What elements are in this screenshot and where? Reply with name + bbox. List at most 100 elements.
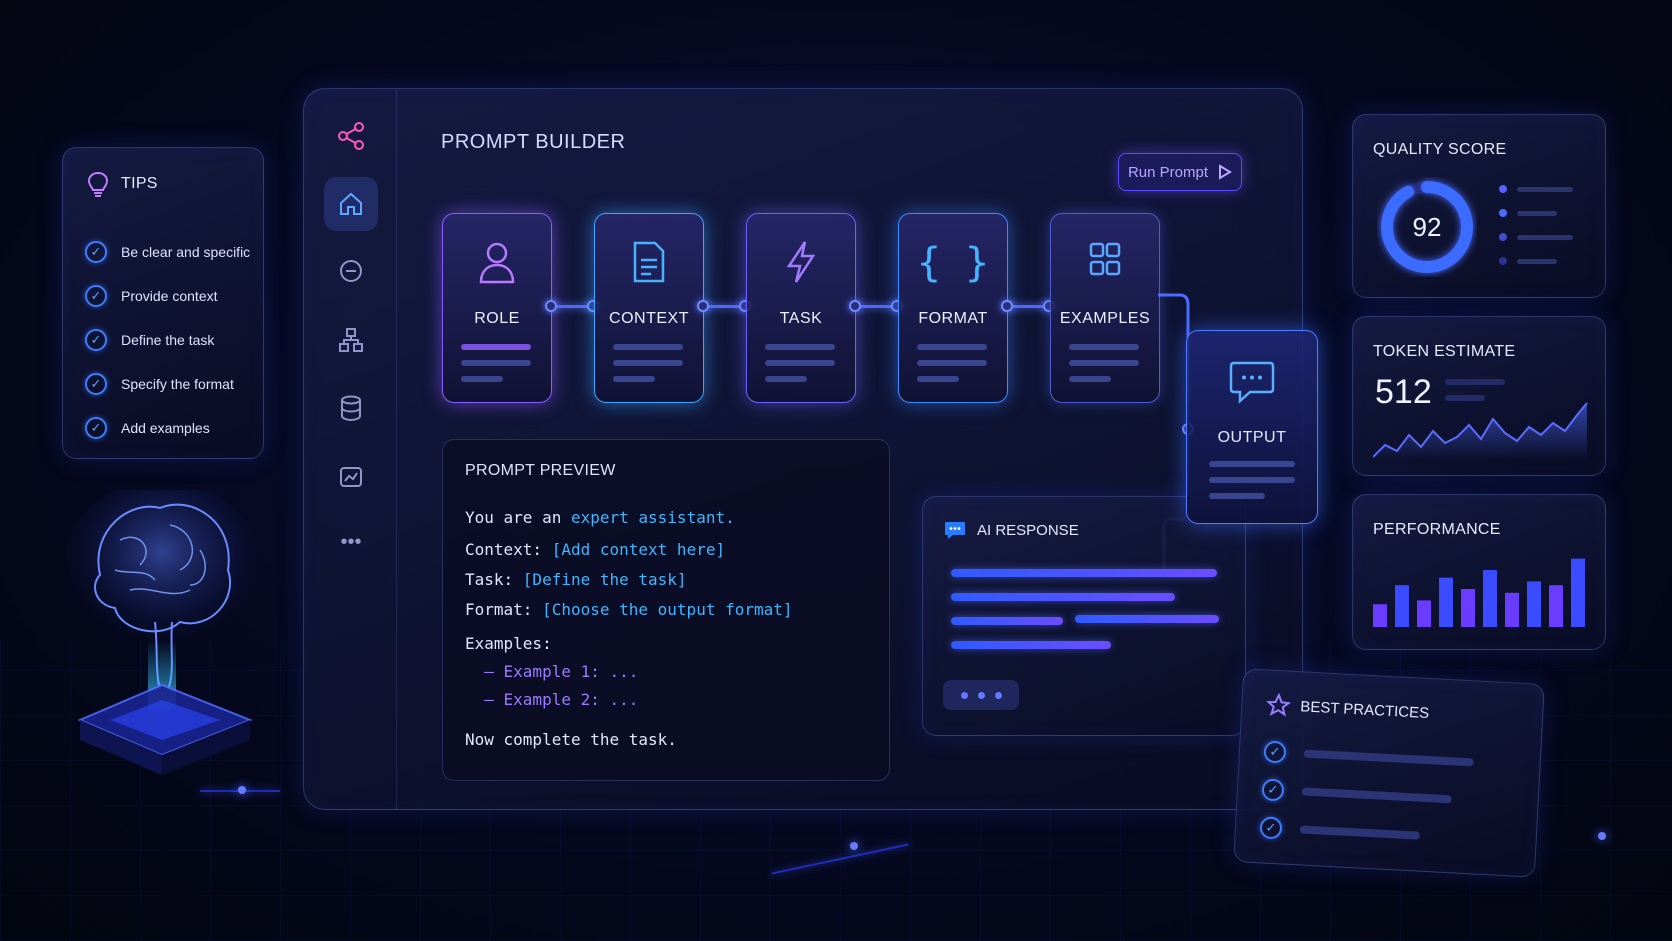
preview-line: Examples: [465, 634, 552, 653]
best-practice-row: ✓ [1261, 778, 1452, 810]
node-task[interactable]: TASK [746, 213, 856, 403]
response-line [951, 617, 1063, 625]
grid-icon [1051, 240, 1159, 290]
tips-item-label: Add examples [121, 420, 210, 436]
performance-bars [1373, 558, 1585, 627]
node-bar [613, 360, 683, 366]
performance-panel: PERFORMANCE [1352, 494, 1606, 650]
prompt-preview-title: PROMPT PREVIEW [465, 462, 616, 479]
connector [550, 305, 594, 308]
more-icon[interactable]: ••• [340, 530, 362, 553]
token-estimate-panel: TOKEN ESTIMATE 512 [1352, 316, 1606, 476]
chat-output-icon [1187, 359, 1317, 410]
performance-bar [1571, 558, 1585, 627]
tips-item: ✓Be clear and specific [85, 230, 250, 274]
user-icon [443, 240, 551, 294]
node-label: CONTEXT [609, 310, 689, 327]
performance-bar [1527, 581, 1541, 627]
best-practice-row: ✓ [1259, 816, 1420, 846]
preview-line: Task: [Define the task] [465, 570, 687, 589]
tips-title: TIPS [121, 175, 158, 192]
tips-item-label: Be clear and specific [121, 244, 251, 260]
node-format[interactable]: { } FORMAT [898, 213, 1008, 403]
tips-item: ✓ Add examples [85, 406, 250, 450]
node-role[interactable]: ROLE [442, 213, 552, 403]
token-estimate-title: TOKEN ESTIMATE [1373, 343, 1516, 360]
node-bar [613, 344, 683, 350]
node-bar [1209, 477, 1295, 483]
node-bar [765, 344, 835, 350]
lightning-icon [747, 240, 855, 294]
performance-bar [1505, 592, 1519, 627]
legend-row [1499, 233, 1573, 241]
database-icon[interactable] [324, 381, 378, 435]
tips-item: ✓ Provide context [85, 274, 250, 318]
check-icon: ✓ [85, 285, 107, 307]
node-bar [917, 376, 959, 382]
node-label: FORMAT [918, 310, 988, 327]
tips-header: TIPS [85, 170, 158, 198]
run-prompt-button[interactable]: Run Prompt [1118, 153, 1242, 191]
best-practice-row: ✓ [1263, 740, 1474, 773]
placeholder-bar [1445, 395, 1485, 401]
ai-response-panel: AI RESPONSE [922, 496, 1246, 736]
preview-line: – Example 2: ... [465, 690, 639, 709]
check-icon: ✓ [85, 373, 107, 395]
performance-bar [1395, 585, 1409, 627]
document-icon [595, 240, 703, 294]
preview-line: Now complete the task. [465, 730, 677, 749]
node-bar [461, 376, 503, 382]
node-context[interactable]: CONTEXT [594, 213, 704, 403]
run-prompt-label: Run Prompt [1127, 163, 1209, 181]
share-icon[interactable] [324, 109, 378, 163]
best-practices-title: BEST PRACTICES [1299, 697, 1430, 722]
preview-line: Format: [Choose the output format] [465, 600, 793, 619]
home-icon[interactable] [324, 177, 378, 231]
performance-bar [1461, 589, 1475, 627]
node-examples[interactable]: EXAMPLES [1050, 213, 1160, 403]
tips-item-label: Provide context [121, 288, 218, 304]
node-label: OUTPUT [1217, 429, 1287, 446]
play-icon [1219, 164, 1232, 180]
check-icon: ✓ [85, 329, 107, 351]
chat-icon[interactable] [324, 245, 378, 299]
node-bar [1069, 344, 1139, 350]
quality-score-value: 92 [1412, 211, 1442, 242]
node-bar [765, 360, 835, 366]
page-title: PROMPT BUILDER [441, 131, 626, 153]
node-bar [1209, 493, 1265, 499]
check-icon: ✓ [1259, 816, 1283, 840]
node-output[interactable]: OUTPUT [1186, 330, 1318, 524]
connector [854, 305, 898, 308]
quality-score-panel: QUALITY SCORE 92 [1352, 114, 1606, 298]
hierarchy-icon[interactable] [324, 313, 378, 367]
quality-gauge [1381, 181, 1473, 273]
legend-row [1499, 209, 1557, 217]
performance-bar [1549, 585, 1563, 627]
chat-bubble-icon [945, 522, 965, 539]
legend-row [1499, 185, 1573, 193]
sidebar: ••• [304, 89, 397, 809]
typing-indicator [943, 680, 1019, 710]
star-icon [1266, 692, 1292, 717]
connector-dot [849, 300, 861, 312]
node-bar [461, 344, 531, 350]
best-practices-header: BEST PRACTICES [1266, 692, 1430, 725]
analytics-icon[interactable] [324, 449, 378, 503]
tips-panel: TIPS ✓Be clear and specific ✓Provide con… [62, 147, 264, 459]
check-icon: ✓ [85, 417, 107, 439]
tips-item: ✓ Define the task [85, 318, 250, 362]
response-line [951, 641, 1111, 649]
node-bar [1209, 461, 1295, 467]
prompt-preview-panel: PROMPT PREVIEW You are an expert assista… [442, 439, 890, 781]
preview-line: You are an expert assistant. [465, 508, 735, 527]
node-bar [1069, 360, 1139, 366]
node-label: EXAMPLES [1059, 310, 1151, 327]
connector [702, 305, 746, 308]
legend-row [1499, 257, 1557, 265]
tips-item-label: Define the task [121, 332, 215, 348]
connector [1006, 305, 1050, 308]
performance-bar [1373, 604, 1387, 627]
node-bar [461, 360, 531, 366]
token-estimate-value: 512 [1375, 373, 1432, 411]
